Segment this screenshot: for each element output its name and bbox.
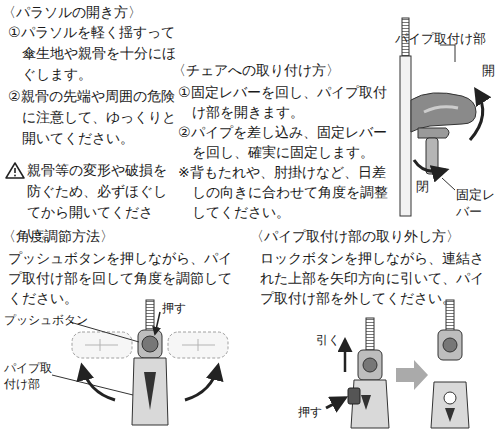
action-label: 押す <box>298 404 326 420</box>
step-text: ロックボタンを押しながら、連結された上部を矢印方向に引いて、パイプ取付け部を外し… <box>260 248 496 308</box>
action-label: 引く <box>316 332 344 348</box>
removal-figure <box>326 300 469 428</box>
section-heading: 〈角度調節方法〉 <box>2 226 202 246</box>
section-heading: 〈パイプ取付け部の取り外し方〉 <box>250 226 500 246</box>
part-label: プッシュボタン <box>4 312 94 328</box>
chair-clamp-figure <box>400 18 483 216</box>
part-label: パイプ取付け部 <box>4 360 54 392</box>
part-label: パイプ取付け部 <box>395 30 499 47</box>
direction-label: 開 <box>482 62 498 79</box>
step-text: ②親骨の先端や周囲の危険に注意して、ゆっくりと開いてください。 <box>8 86 184 149</box>
step-text: ①パラソルを軽く揺すって傘生地や親骨を十分にほぐします。 <box>8 22 184 85</box>
direction-label: 閉 <box>416 178 432 195</box>
part-label: 固定レバー <box>456 186 498 220</box>
warning-icon <box>6 163 24 178</box>
step-text: プッシュボタンを押しながら、パイプ取付け部を回して角度を調節してください。 <box>8 248 244 308</box>
section-heading: 〈チェアへの取り付け方〉 <box>172 60 392 80</box>
step-text: ②パイプを差し込み、固定レバーを回し、確実に固定します。 <box>178 122 397 162</box>
action-label: 押す <box>162 300 194 316</box>
section-heading: 〈パラソルの開き方〉 <box>2 2 172 22</box>
step-text: ①固定レバーを回し、パイプ取付け部を開きます。 <box>178 82 397 122</box>
note-text: ※背もたれや、肘掛けなど、日差しの向きに合わせて角度を調整してください。 <box>178 162 397 222</box>
